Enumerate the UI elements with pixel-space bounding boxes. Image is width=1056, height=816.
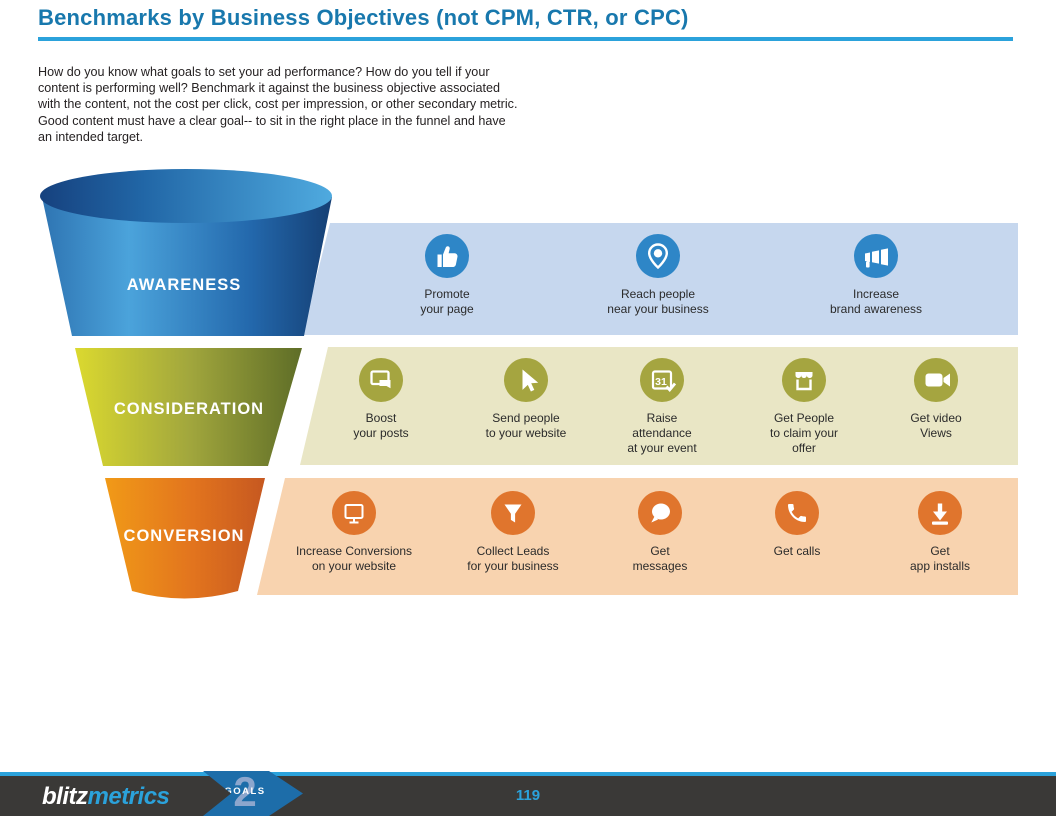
brand-blitz: blitz <box>42 783 88 810</box>
stage-label-conversion: CONVERSION <box>124 527 245 545</box>
chapter-number: 2 <box>233 768 257 815</box>
objective-label: Promote your page <box>420 287 474 316</box>
conversion-band <box>257 478 1018 595</box>
footer-accent-line <box>0 772 1056 776</box>
posts-icon <box>359 358 403 402</box>
objective-item: Increase brand awareness <box>786 234 966 317</box>
megaphone-icon <box>854 234 898 278</box>
funnel-conversion-section <box>105 478 265 599</box>
objective-item: Promote your page <box>357 234 537 317</box>
footer-bar <box>0 776 1056 816</box>
objective-label: Get video Views <box>910 411 962 440</box>
objective-label: Get People to claim your offer <box>769 411 839 455</box>
objective-label: Send people to your website <box>485 411 567 440</box>
chapter-label: GOALS <box>224 786 266 797</box>
page-number: 119 <box>515 787 541 804</box>
objective-label: Get calls <box>773 544 821 558</box>
objective-item: Get People to claim your offer <box>714 358 894 456</box>
objective-label: Collect Leads for your business <box>467 544 559 573</box>
objective-item: Get messages <box>570 491 750 574</box>
objective-label: Reach people near your business <box>607 287 709 316</box>
monitor-icon <box>332 491 376 535</box>
app-install-icon <box>918 491 962 535</box>
brand-logo: blitzmetrics <box>42 783 170 811</box>
objective-item: Boost your posts <box>291 358 471 441</box>
objective-label: Get app installs <box>909 544 971 573</box>
location-pin-icon <box>636 234 680 278</box>
objective-item: Get calls <box>707 491 887 559</box>
funnel-consideration-section <box>75 348 302 466</box>
funnel-top-opening <box>40 169 332 223</box>
storefront-icon <box>782 358 826 402</box>
objective-item: Increase Conversions on your website <box>264 491 444 574</box>
video-camera-icon <box>914 358 958 402</box>
cursor-icon <box>504 358 548 402</box>
phone-icon <box>775 491 819 535</box>
objective-item: Collect Leads for your business <box>423 491 603 574</box>
objective-item: Get video Views <box>846 358 1026 441</box>
objective-item: 31 Raise attendance at your event <box>572 358 752 456</box>
stage-label-awareness: AWARENESS <box>127 276 241 294</box>
objective-item: Send people to your website <box>436 358 616 441</box>
title-rule <box>38 37 1013 41</box>
objective-label: Boost your posts <box>353 411 409 440</box>
calendar-icon: 31 <box>640 358 684 402</box>
lead-funnel-icon <box>491 491 535 535</box>
objective-label: Get messages <box>632 544 688 573</box>
stage-label-consideration: CONSIDERATION <box>114 400 264 418</box>
brand-metrics: metrics <box>87 783 170 810</box>
funnel-awareness-section <box>42 197 332 336</box>
page-title: Benchmarks by Business Objectives (not C… <box>38 5 689 30</box>
thumbs-up-icon <box>425 234 469 278</box>
objective-label: Raise attendance at your event <box>627 411 697 455</box>
intro-paragraph: How do you know what goals to set your a… <box>38 65 518 144</box>
objective-label: Increase brand awareness <box>829 287 923 316</box>
message-bubble-icon <box>638 491 682 535</box>
objective-label: Increase Conversions on your website <box>295 544 413 573</box>
svg-text:31: 31 <box>655 376 667 388</box>
objective-item: Reach people near your business <box>568 234 748 317</box>
objective-item: Get app installs <box>850 491 1030 574</box>
